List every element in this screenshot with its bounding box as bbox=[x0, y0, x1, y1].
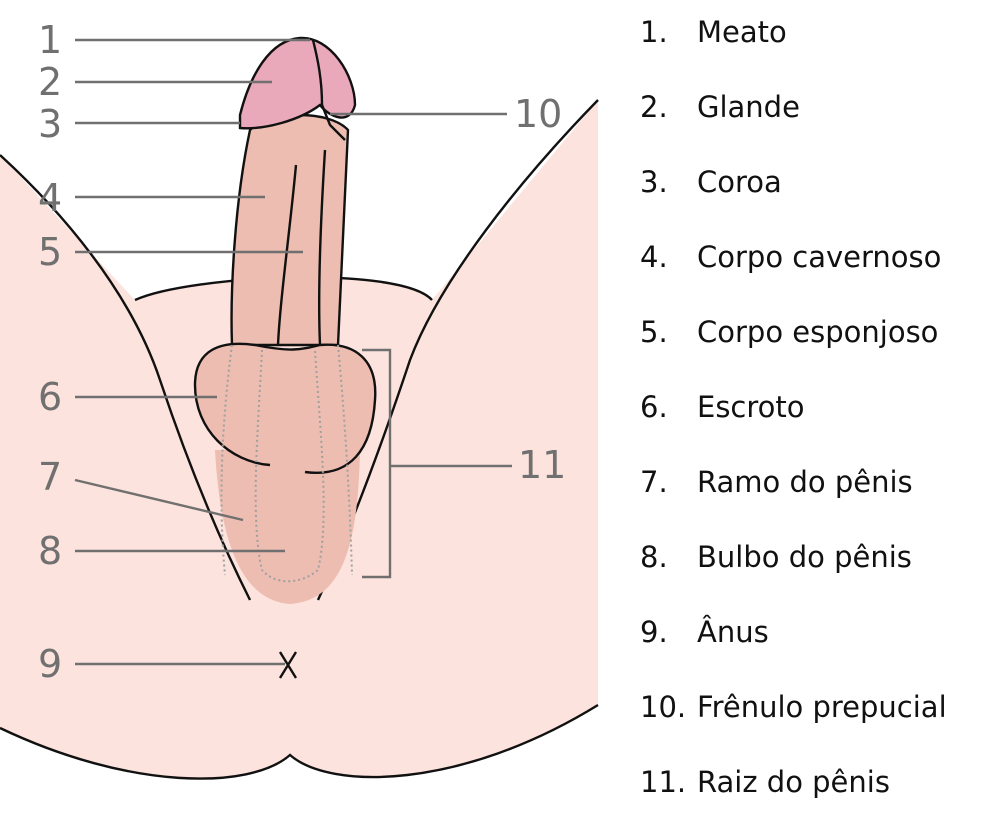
legend-number: 9. bbox=[640, 615, 668, 649]
legend-number: 10. bbox=[640, 690, 687, 724]
legend-number: 3. bbox=[640, 165, 668, 199]
legend-label: Bulbo do pênis bbox=[697, 540, 912, 574]
callout-5: 5 bbox=[38, 230, 62, 274]
perineum bbox=[215, 450, 360, 604]
legend-number: 7. bbox=[640, 465, 668, 499]
glans bbox=[238, 36, 357, 130]
legend-item-8: 8. Bulbo do pênis bbox=[640, 535, 1000, 610]
legend-number: 11. bbox=[640, 765, 687, 799]
legend-label: Raiz do pênis bbox=[697, 765, 890, 799]
legend-label: Corpo esponjoso bbox=[697, 315, 939, 349]
legend-item-5: 5. Corpo esponjoso bbox=[640, 310, 1000, 385]
legend-label: Ramo do pênis bbox=[697, 465, 913, 499]
anatomy-diagram: 1 2 3 4 5 6 7 8 9 10 11 bbox=[0, 18, 599, 818]
legend-item-3: 3. Coroa bbox=[640, 160, 1000, 235]
callout-3: 3 bbox=[38, 102, 62, 146]
legend-number: 1. bbox=[640, 15, 668, 49]
callout-2: 2 bbox=[38, 60, 62, 104]
crus-left bbox=[220, 344, 233, 576]
root-bracket bbox=[362, 348, 512, 579]
callout-8: 8 bbox=[38, 529, 62, 573]
crus-right bbox=[337, 344, 353, 576]
legend-item-2: 2. Glande bbox=[640, 85, 1000, 160]
legend-item-6: 6. Escroto bbox=[640, 385, 1000, 460]
legend-label: Corpo cavernoso bbox=[697, 240, 942, 274]
legend-label: Ânus bbox=[697, 615, 769, 649]
legend-item-4: 4. Corpo cavernoso bbox=[640, 235, 1000, 310]
callout-1: 1 bbox=[38, 18, 62, 62]
callout-7: 7 bbox=[38, 455, 62, 499]
callout-11: 11 bbox=[518, 443, 566, 487]
spongiosum-line-right bbox=[318, 149, 327, 346]
legend-number: 4. bbox=[640, 240, 668, 274]
callout-4: 4 bbox=[38, 176, 62, 220]
legend-item-7: 7. Ramo do pênis bbox=[640, 460, 1000, 535]
frenulum bbox=[320, 104, 346, 141]
legend-label: Glande bbox=[697, 90, 800, 124]
legend-number: 5. bbox=[640, 315, 668, 349]
legend-item-10: 10. Frênulo prepucial bbox=[640, 685, 1000, 760]
scrotum bbox=[193, 342, 377, 474]
legend-item-1: 1. Meato bbox=[640, 10, 1000, 85]
legend-label: Coroa bbox=[697, 165, 782, 199]
meatus bbox=[311, 39, 324, 106]
legend-label: Frênulo prepucial bbox=[697, 690, 947, 724]
callout-6: 6 bbox=[38, 375, 62, 419]
legend-label: Meato bbox=[697, 15, 787, 49]
callout-10: 10 bbox=[514, 92, 562, 136]
legend-item-11: 11. Raiz do pênis bbox=[640, 760, 1000, 835]
legend-item-9: 9. Ânus bbox=[640, 610, 1000, 685]
callout-9: 9 bbox=[38, 642, 62, 686]
leader-7 bbox=[74, 478, 244, 522]
legend-number: 8. bbox=[640, 540, 668, 574]
left-thigh-outline bbox=[0, 154, 252, 601]
bulb-outline bbox=[254, 349, 325, 583]
legend-number: 2. bbox=[640, 90, 668, 124]
legend-list: 1. Meato 2. Glande 3. Coroa 4. Corpo caverno… bbox=[640, 10, 1000, 835]
anus bbox=[278, 651, 298, 679]
spongiosum-line-left bbox=[276, 164, 298, 346]
legend-number: 6. bbox=[640, 390, 668, 424]
legend-label: Escroto bbox=[697, 390, 805, 424]
buttocks-line bbox=[0, 703, 599, 780]
